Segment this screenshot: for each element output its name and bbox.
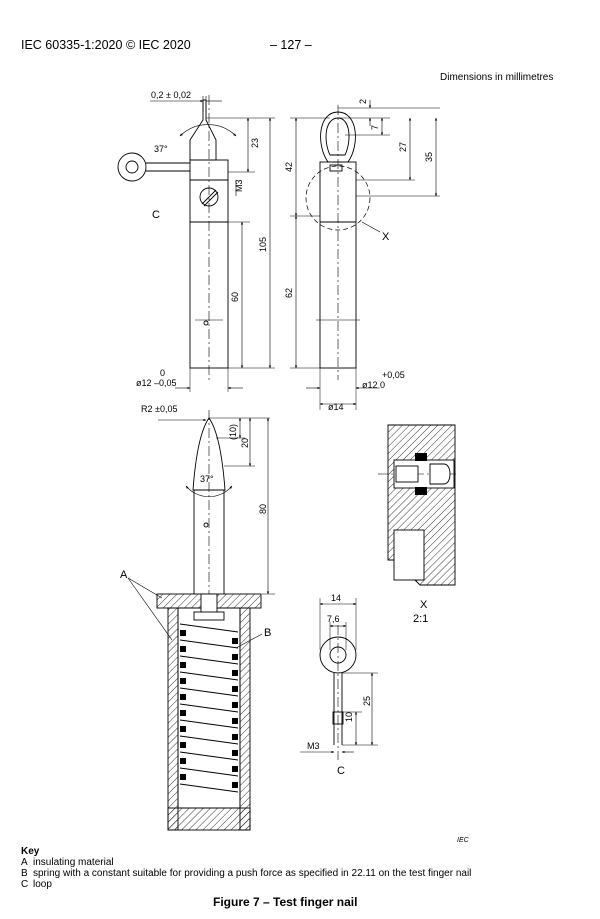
key-text: loop [33, 879, 52, 890]
label-c-bottom: C [337, 765, 345, 777]
label-x-detail: X [420, 599, 428, 611]
key-letter: B [21, 868, 28, 879]
detail-x-view [378, 424, 456, 586]
key-text: spring with a constant suitable for prov… [33, 868, 472, 879]
dim-14: 14 [331, 593, 341, 603]
label-a: A [120, 569, 128, 581]
dim-tol-upper-right: +0,05 [382, 370, 405, 380]
dim-dia12-left: ø12 –0,05 [136, 378, 177, 388]
loop-c-view [300, 598, 378, 760]
key-letter: C [21, 879, 29, 890]
spring-coils [179, 623, 239, 793]
dim-60: 60 [230, 292, 240, 302]
dim-35: 35 [424, 152, 434, 162]
dim-62: 62 [284, 288, 294, 298]
dim-10: 10 [344, 712, 354, 722]
dimension-labels: 0,2 ± 0,02 37° 23 M3 105 60 0 ø12 –0,05 … [136, 90, 434, 751]
dim-10-paren: (10) [228, 424, 238, 440]
dim-dia12-right: ø12 0 [362, 380, 385, 390]
dim-tol-upper-left: 0 [160, 368, 165, 378]
label-c-top: C [152, 209, 160, 221]
dim-angle-top: 37° [154, 144, 168, 154]
key-text: insulating material [33, 857, 114, 868]
label-scale: 2:1 [413, 613, 428, 625]
standard-reference: IEC 60335-1:2020 © IEC 2020 [21, 38, 191, 52]
key-title: Key [21, 846, 40, 857]
dim-105: 105 [258, 237, 268, 252]
top-left-view [117, 95, 275, 392]
dim-7-6: 7,6 [327, 614, 340, 624]
top-right-view [290, 100, 440, 410]
dim-angle-bottom: 37° [200, 474, 214, 484]
dim-2: 2 [358, 99, 368, 104]
dim-27: 27 [398, 142, 408, 152]
iec-watermark: IEC [457, 837, 470, 844]
page-number: – 127 – [270, 38, 312, 52]
dim-20: 20 [240, 438, 250, 448]
dim-r2: R2 ±0,05 [141, 404, 177, 414]
key-letter: A [21, 857, 28, 868]
dim-23: 23 [250, 138, 260, 148]
assembly-view [127, 410, 275, 831]
dim-tip-width: 0,2 ± 0,02 [151, 90, 191, 100]
dim-m3-top: M3 [234, 179, 244, 192]
dim-m3-bottom: M3 [307, 741, 320, 751]
dim-80: 80 [258, 504, 268, 514]
dim-dia14: ø14 [328, 402, 344, 412]
label-x-top: X [382, 231, 390, 243]
dimensions-note: Dimensions in millimetres [440, 72, 554, 83]
label-b: B [264, 627, 271, 639]
dim-25: 25 [362, 696, 372, 706]
figure-caption: Figure 7 – Test finger nail [213, 895, 358, 909]
dim-42: 42 [284, 162, 294, 172]
part-labels: C X A B C X 2:1 IEC [120, 209, 470, 844]
dim-7: 7 [370, 125, 380, 130]
